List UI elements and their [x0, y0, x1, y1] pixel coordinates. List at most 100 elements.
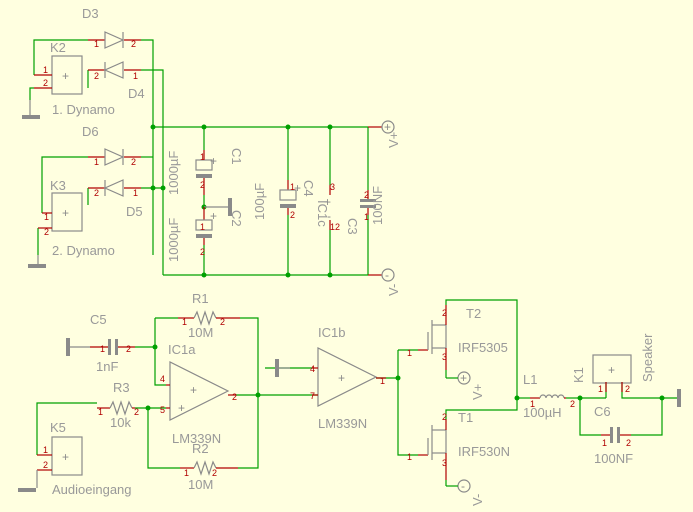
- svg-text:-: -: [461, 479, 465, 493]
- capacitor-c4: C4 100µF 1 2 +: [252, 180, 316, 220]
- svg-text:2: 2: [94, 188, 99, 198]
- svg-text:2: 2: [134, 407, 139, 417]
- vminus-terminal: - V-: [368, 268, 401, 296]
- capacitor-c6: C6 100NF 1 2: [594, 404, 633, 466]
- k2-ref: K2: [50, 40, 66, 55]
- t1-part: IRF530N: [458, 444, 510, 459]
- svg-text:1: 1: [200, 222, 205, 232]
- svg-text:2: 2: [131, 39, 136, 49]
- c6-ref: C6: [594, 404, 611, 419]
- svg-text:+: +: [324, 195, 331, 209]
- d4-ref: D4: [128, 86, 145, 101]
- connector-k2: + K2 1 2 1. Dynamo: [34, 40, 115, 117]
- audio-label: Audioeingang: [52, 482, 132, 497]
- r2-ref: R2: [192, 441, 209, 456]
- ic1a-part: LM339N: [172, 431, 221, 446]
- t2-ref: T2: [466, 306, 481, 321]
- k5-ref: K5: [50, 420, 66, 435]
- svg-text:3: 3: [442, 352, 447, 362]
- capacitor-c5: C5 1nF 1 2: [90, 312, 135, 374]
- svg-text:1: 1: [98, 407, 103, 417]
- svg-text:2: 2: [220, 317, 225, 327]
- svg-text:2: 2: [364, 190, 369, 200]
- c2-value: 1000µF: [166, 218, 181, 262]
- svg-text:3: 3: [330, 182, 335, 192]
- wires: [29, 39, 680, 469]
- svg-text:1: 1: [364, 212, 369, 222]
- c2-ref: C2: [229, 210, 244, 227]
- svg-text:1: 1: [133, 188, 138, 198]
- svg-text:2: 2: [94, 71, 99, 81]
- resistor-r1: R1 10M 1 2: [178, 291, 240, 340]
- d6-ref: D6: [82, 124, 99, 139]
- inductor-l1: L1 100µH 1 2: [523, 372, 575, 420]
- t2-part: IRF5305: [458, 340, 508, 355]
- ic1a-ref: IC1a: [168, 342, 196, 357]
- capacitor-c3: C3 100NF 2 1: [345, 186, 385, 235]
- mosfet-t1: - T1 IRF530N V- 1 2 3: [407, 410, 510, 506]
- svg-text:+: +: [210, 154, 217, 168]
- svg-text:2: 2: [626, 438, 631, 448]
- svg-text:2: 2: [126, 344, 131, 354]
- c5-value: 1nF: [96, 359, 118, 374]
- t1-vminus-label: V-: [470, 494, 485, 506]
- svg-text:1: 1: [43, 445, 48, 455]
- diode-d3: D3 1 2: [82, 6, 141, 49]
- svg-text:4: 4: [310, 364, 315, 374]
- svg-text:1: 1: [184, 468, 189, 478]
- svg-text:1: 1: [94, 157, 99, 167]
- svg-text:1: 1: [598, 384, 603, 394]
- r3-value: 10k: [110, 415, 131, 430]
- r1-value: 10M: [188, 325, 213, 340]
- svg-text:+: +: [62, 450, 69, 464]
- vplus-label: V+: [386, 132, 401, 148]
- resistor-r2: R2 10M 1 2: [180, 441, 238, 492]
- c6-value: 100NF: [594, 451, 633, 466]
- d3-ref: D3: [82, 6, 99, 21]
- mosfet-t2: + T2 IRF5305 V+ 1 2 3: [407, 305, 508, 400]
- svg-text:+: +: [384, 120, 391, 134]
- svg-text:7: 7: [310, 391, 315, 401]
- svg-text:+: +: [294, 181, 301, 195]
- svg-text:+: +: [62, 206, 69, 220]
- svg-text:2: 2: [200, 247, 205, 257]
- r1-ref: R1: [192, 291, 209, 306]
- k1-ref: K1: [571, 367, 586, 383]
- svg-text:+: +: [178, 401, 185, 415]
- c3-value: 100NF: [370, 186, 385, 225]
- d5-ref: D5: [126, 204, 143, 219]
- svg-text:1: 1: [182, 317, 187, 327]
- ic1c-ref: IC1c: [315, 200, 330, 227]
- svg-text:-: -: [327, 209, 331, 223]
- c1-value: 1000µF: [166, 151, 181, 195]
- svg-text:12: 12: [330, 222, 340, 232]
- svg-text:2: 2: [232, 392, 237, 402]
- svg-text:+: +: [460, 371, 467, 385]
- svg-text:2: 2: [43, 78, 48, 88]
- svg-text:1: 1: [407, 452, 412, 462]
- svg-text:2: 2: [131, 157, 136, 167]
- svg-text:1: 1: [407, 348, 412, 358]
- k3-ref: K3: [50, 178, 66, 193]
- speaker-label: Speaker: [640, 333, 655, 382]
- l1-value: 100µH: [523, 405, 562, 420]
- opamp-ic1b: + IC1b LM339N 4 7 1: [310, 325, 386, 431]
- svg-text:1: 1: [100, 344, 105, 354]
- svg-text:+: +: [338, 371, 345, 385]
- opamp-ic1a: + + IC1a LM339N 4 5 2: [160, 342, 237, 446]
- vminus-label: V-: [386, 284, 401, 296]
- svg-text:1: 1: [380, 376, 385, 386]
- svg-text:1: 1: [530, 399, 535, 409]
- t1-ref: T1: [458, 410, 473, 425]
- ground-symbols: [18, 100, 681, 492]
- ic1b-ref: IC1b: [318, 325, 345, 340]
- dynamo1-label: 1. Dynamo: [52, 102, 115, 117]
- svg-text:+: +: [62, 69, 69, 83]
- svg-text:5: 5: [160, 405, 165, 415]
- junctions: [145, 124, 665, 411]
- c4-ref: C4: [301, 180, 316, 197]
- svg-text:2: 2: [200, 180, 205, 190]
- vplus-terminal: + V+: [368, 120, 401, 148]
- dynamo2-label: 2. Dynamo: [52, 243, 115, 258]
